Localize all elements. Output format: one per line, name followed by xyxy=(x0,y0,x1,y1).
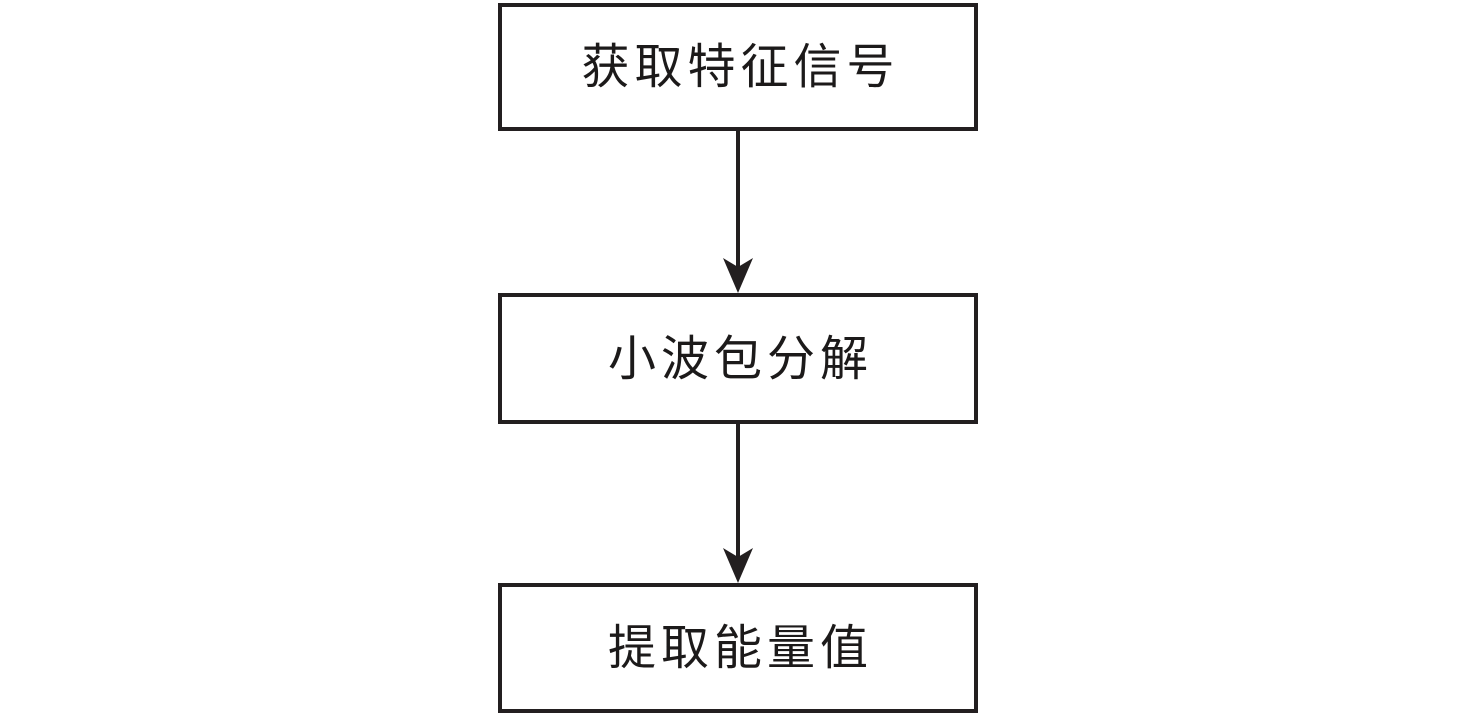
flow-node-extract-energy-value: 提取能量值 xyxy=(498,583,978,713)
flow-node-wavelet-packet-decomposition: 小波包分解 xyxy=(498,293,978,424)
flow-arrow-1 xyxy=(723,131,753,293)
flow-node-label: 提取能量值 xyxy=(607,620,873,676)
flow-node-label: 获取特征信号 xyxy=(581,39,900,95)
flow-node-label: 小波包分解 xyxy=(607,330,873,387)
flow-arrow-2 xyxy=(723,424,753,583)
flow-node-acquire-signal: 获取特征信号 xyxy=(498,3,978,131)
